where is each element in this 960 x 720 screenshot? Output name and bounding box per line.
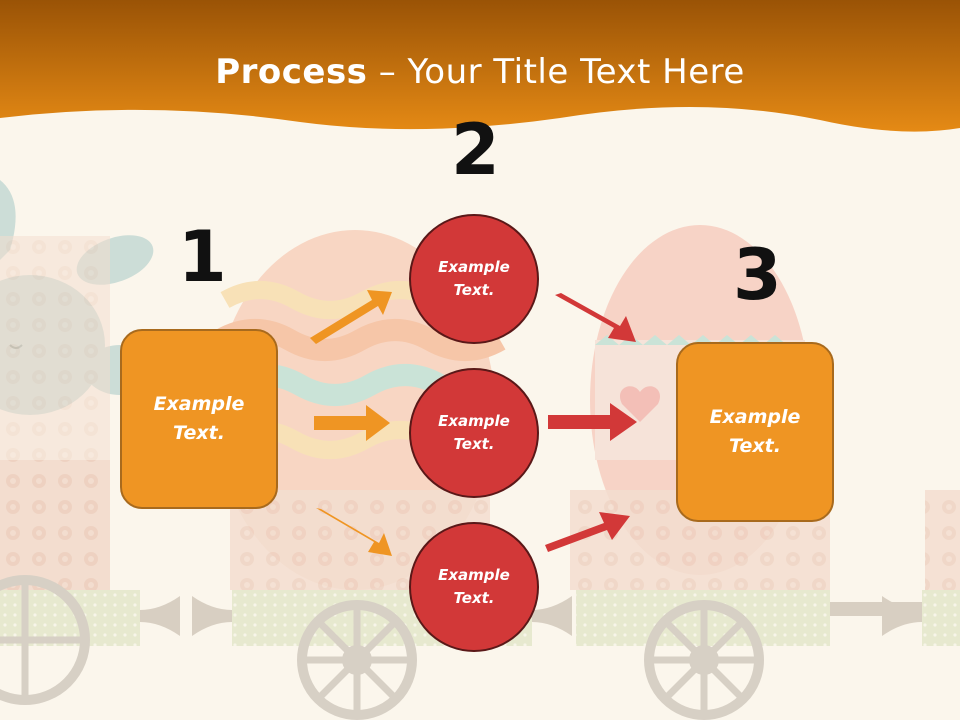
step-2-circle-bottom: Example Text.: [409, 522, 539, 652]
step-3-text: Example Text.: [709, 406, 801, 457]
arrows: [310, 290, 637, 556]
slide-title: Process – Your Title Text Here: [0, 52, 960, 92]
step-1-text: Example Text.: [153, 393, 245, 444]
step-number-1: 1: [178, 216, 227, 298]
title-bold: Process: [215, 52, 368, 92]
arrow-middle-to-3: [548, 403, 637, 441]
step-2-circle-middle: Example Text.: [409, 368, 539, 498]
arrow-top-to-3: [555, 293, 636, 342]
arrow-1-to-middle: [314, 405, 390, 441]
step-2-circle-top: Example Text.: [409, 214, 539, 344]
circle-middle-text: Example Text.: [438, 412, 510, 453]
arrow-1-to-bottom: [316, 508, 392, 556]
step-number-3: 3: [733, 234, 782, 316]
step-3-box: Example Text.: [676, 342, 834, 522]
step-number-2: 2: [451, 109, 500, 191]
circle-top-text: Example Text.: [438, 258, 510, 299]
arrow-bottom-to-3: [545, 512, 630, 552]
circle-bottom-text: Example Text.: [438, 566, 510, 607]
title-banner: [0, 0, 960, 132]
step-1-box: Example Text.: [120, 329, 278, 509]
arrow-1-to-top: [310, 290, 392, 344]
title-rest: – Your Title Text Here: [367, 52, 745, 92]
